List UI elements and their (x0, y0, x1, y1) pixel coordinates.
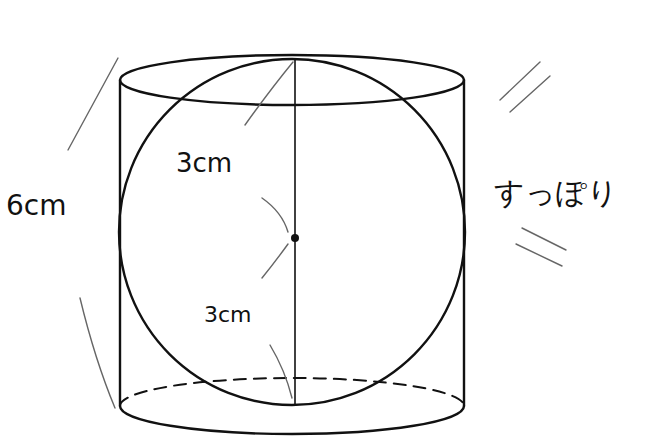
emphasis-mark (516, 244, 562, 266)
radius-line (294, 59, 296, 404)
dimension-line (68, 58, 118, 150)
radius-dimension: 3cm (176, 150, 232, 176)
emphasis-mark (500, 62, 540, 100)
cylinder-bottom-back (120, 378, 464, 406)
emphasis-mark (510, 76, 550, 112)
sphere (119, 59, 465, 405)
emphasis-mark (522, 228, 566, 250)
cylinder-bottom-front (120, 406, 464, 434)
fit-note: すっぽり (494, 178, 618, 208)
radius-dimension: 3cm (204, 304, 252, 326)
height-dimension: 6cm (6, 192, 66, 220)
center-dot (291, 234, 299, 242)
leader-line (245, 62, 293, 125)
leader-line (270, 345, 292, 398)
leader-line (262, 198, 288, 232)
leader-line (262, 244, 288, 278)
dimension-line (80, 298, 115, 408)
